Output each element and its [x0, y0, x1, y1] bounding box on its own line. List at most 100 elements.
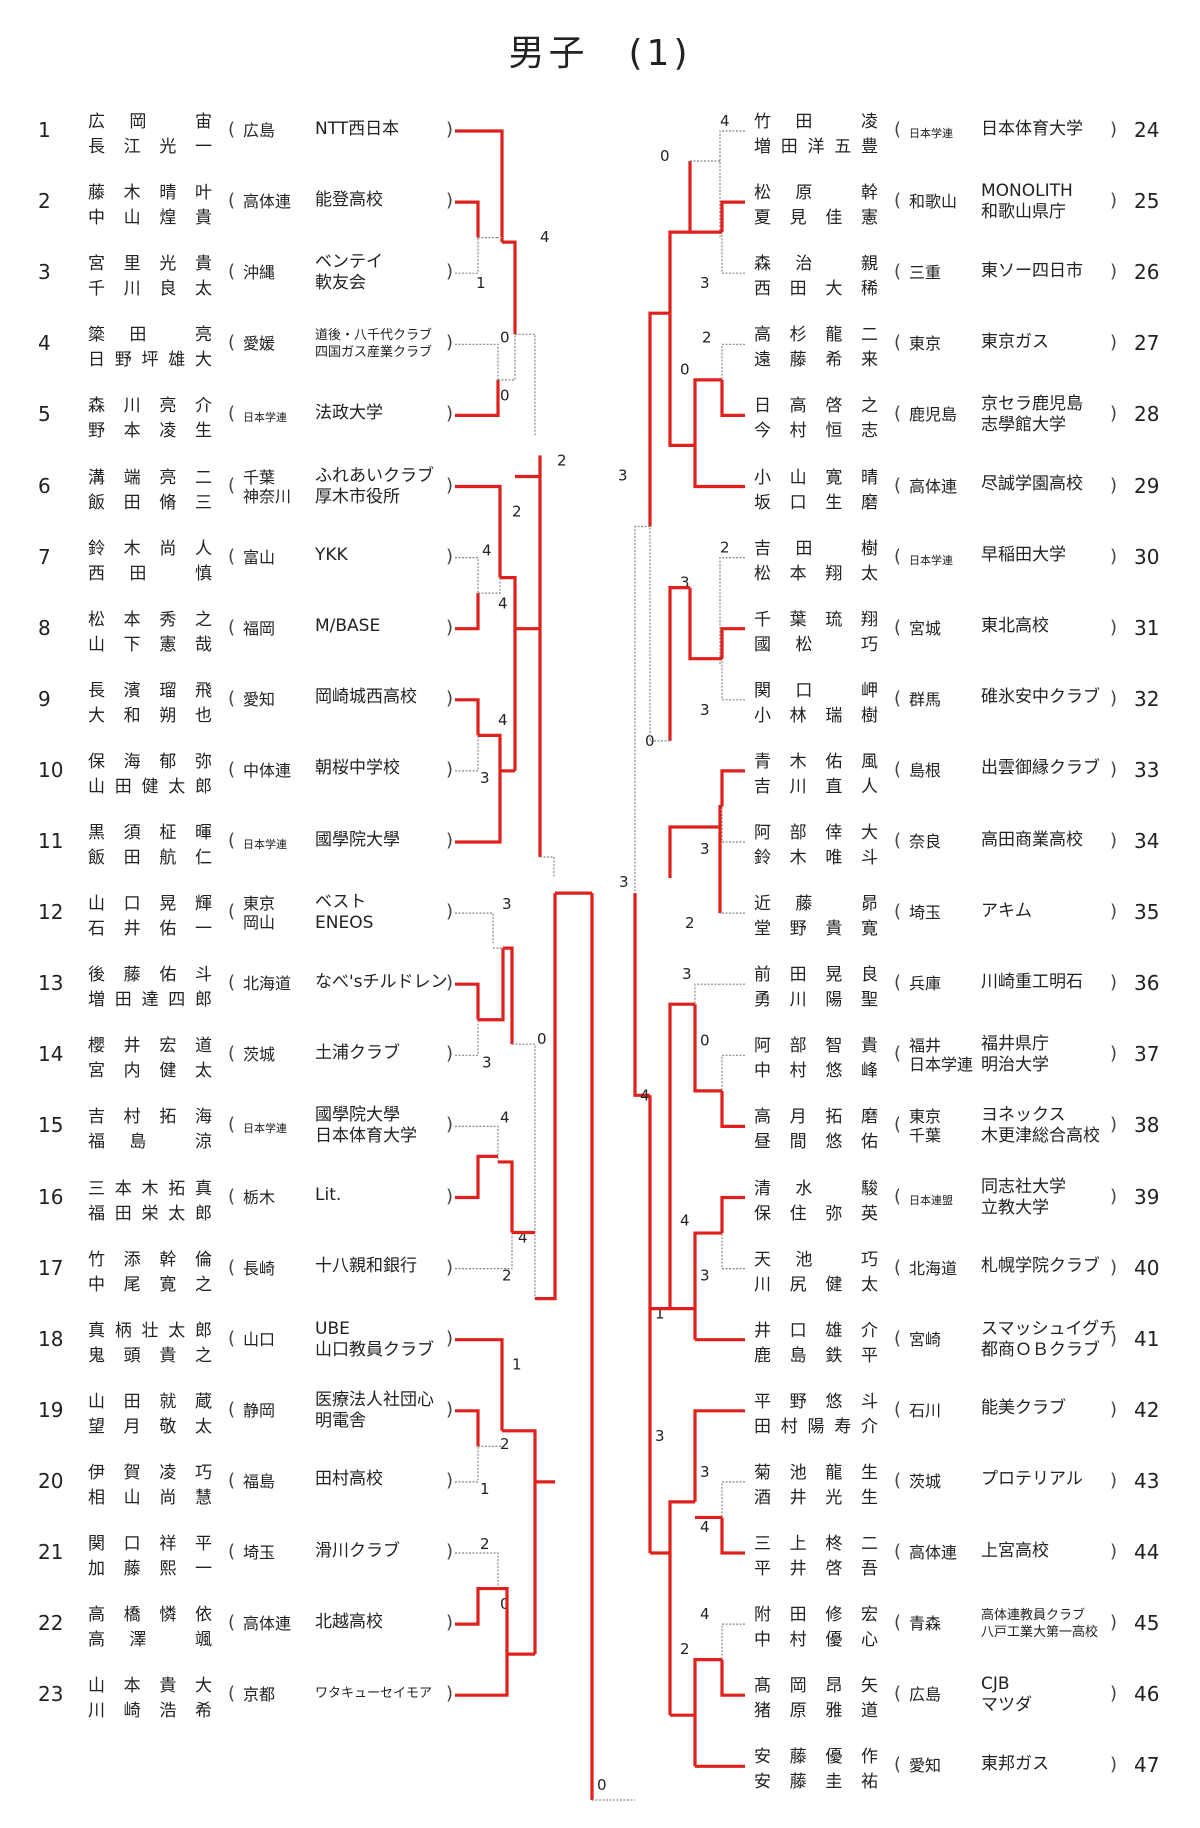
player-name: 宮里光貴	[88, 254, 212, 275]
entry-number: 42	[1134, 1397, 1160, 1422]
player-name: 阿部倖大	[754, 823, 878, 843]
lose-line	[455, 1125, 499, 1162]
win-line	[668, 585, 690, 741]
player-name: 藤木晴叶	[88, 183, 212, 204]
player-name: 真柄壮太郎	[88, 1320, 212, 1341]
player-name: 安藤圭祐	[754, 1772, 878, 1793]
win-line	[633, 893, 650, 1097]
player-name: 飯田航仁	[88, 848, 212, 868]
player-name: 夏見佳憲	[754, 208, 878, 229]
paren-close: )	[446, 403, 454, 425]
lose-line	[721, 1233, 745, 1270]
club-line: 札幌学院クラブ	[981, 1256, 1100, 1277]
win-line	[535, 893, 557, 1301]
player-name: 鈴木尚人	[88, 538, 212, 559]
player-name: 西田慎	[88, 563, 212, 584]
lose-line	[498, 334, 516, 381]
entry-number: 30	[1134, 544, 1160, 569]
prefecture-line: 奈良	[909, 832, 942, 851]
paren-open: (	[228, 1469, 236, 1491]
player-name: 関口祥平	[88, 1534, 212, 1554]
prefecture-line: 埼玉	[243, 1543, 276, 1562]
club-line: 山口教員クラブ	[315, 1339, 434, 1360]
club-name: 京セラ鹿児島志學館大学	[981, 394, 1083, 436]
player-name: 保海郁弥	[88, 751, 212, 772]
win-line	[455, 802, 502, 844]
prefecture: 福岡	[243, 619, 275, 638]
player-name: 溝端亮二	[88, 467, 212, 488]
club-line: 岡崎城西高校	[315, 687, 417, 708]
prefecture-line: 茨城	[243, 1045, 276, 1065]
entry-number: 10	[38, 757, 64, 782]
player-name: 加藤熙一	[88, 1559, 212, 1579]
prefecture: 青森	[909, 1614, 941, 1633]
win-line	[502, 240, 517, 335]
entry-number: 7	[38, 544, 51, 569]
paren-close: )	[1110, 474, 1118, 496]
prefecture: 日本学連	[243, 835, 287, 854]
paren-close: )	[446, 1114, 454, 1136]
paren-close: )	[1110, 1256, 1118, 1278]
win-line	[718, 804, 722, 914]
prefecture-line: 千葉	[909, 1126, 942, 1146]
match-score: 0	[645, 732, 655, 750]
prefecture: 富山	[243, 548, 275, 567]
club-line: 滑川クラブ	[315, 1540, 400, 1561]
match-score: 3	[618, 466, 628, 484]
club-name: YKK	[315, 545, 348, 566]
paren-open: (	[894, 1683, 902, 1705]
match-score: 3	[700, 701, 710, 719]
prefecture-line: 宮城	[909, 618, 942, 638]
club-line: 能登高校	[315, 189, 383, 210]
club-line: 軟友会	[315, 273, 366, 294]
win-line	[668, 1002, 695, 1309]
match-score: 2	[557, 451, 567, 469]
club-line: 和歌山県庁	[981, 202, 1066, 223]
prefecture-line: 愛媛	[243, 334, 276, 354]
prefecture: 日本連盟	[909, 1191, 953, 1210]
win-line	[455, 1338, 504, 1431]
lose-line	[719, 130, 745, 238]
lose-line	[721, 806, 745, 843]
match-score: 3	[480, 769, 490, 787]
club-name: Lit.	[315, 1185, 341, 1206]
club-line: ベスト	[315, 892, 367, 913]
prefecture-line: 千葉	[243, 467, 276, 487]
player-name: 中尾寛之	[88, 1274, 212, 1295]
prefecture-line: 青森	[909, 1614, 942, 1634]
paren-open: (	[894, 119, 902, 140]
prefecture: 京都	[243, 1685, 275, 1704]
match-score: 1	[655, 1305, 665, 1323]
club-name: NTT西日本	[315, 119, 399, 140]
entry-number: 43	[1134, 1468, 1160, 1493]
paren-open: (	[228, 758, 236, 780]
win-line	[515, 455, 542, 479]
paren-close: )	[446, 1683, 454, 1705]
prefecture: 高体連	[243, 192, 291, 211]
player-name: 平井啓吾	[754, 1559, 878, 1579]
player-name: 保住弥英	[754, 1203, 878, 1224]
lose-line	[721, 1054, 745, 1091]
player-name: 松原幹	[754, 183, 878, 204]
prefecture: 山口	[243, 1330, 275, 1349]
entry-number: 27	[1134, 331, 1160, 356]
prefecture: 石川	[909, 1401, 941, 1420]
player-name: 黒須柾暉	[88, 823, 212, 843]
prefecture-line: 東京	[243, 894, 276, 914]
club-line: 立教大学	[981, 1197, 1049, 1218]
paren-close: )	[1110, 261, 1118, 283]
player-name: 今村恒志	[754, 421, 878, 442]
player-name: 天池巧	[754, 1249, 878, 1270]
win-line	[648, 311, 670, 527]
player-name: 関口岬	[754, 680, 878, 701]
